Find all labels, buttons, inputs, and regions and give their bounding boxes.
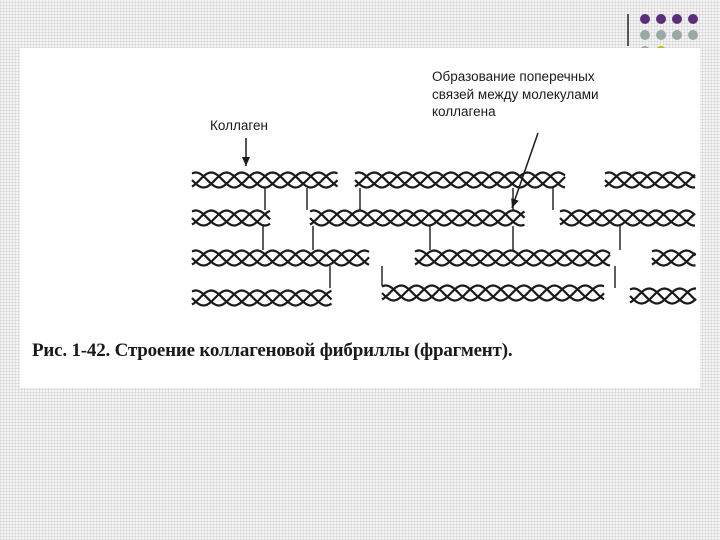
collagen-molecule <box>382 286 604 301</box>
arrow-head <box>242 157 250 166</box>
collagen-molecule <box>310 211 525 226</box>
decorative-dot <box>656 14 666 24</box>
decorative-dot <box>656 30 666 40</box>
arrow-shaft <box>512 133 538 208</box>
polypeptide-strand <box>630 289 696 304</box>
figure-card: Коллаген Образование поперечных связей м… <box>20 48 700 388</box>
decorative-dot <box>672 14 682 24</box>
collagen-molecule <box>560 211 695 226</box>
crosslink-label-line-2: связей между молекулами <box>432 86 599 104</box>
decorative-dot <box>640 14 650 24</box>
decorative-dot <box>688 14 698 24</box>
decorative-dot <box>688 30 698 40</box>
collagen-molecule <box>605 173 695 188</box>
collagen-molecule <box>630 289 696 304</box>
decorative-dot <box>672 30 682 40</box>
crosslink-label: Образование поперечных связей между моле… <box>432 68 599 121</box>
collagen-molecule <box>192 291 332 306</box>
collagen-molecule <box>192 173 338 188</box>
decorative-dot <box>640 30 650 40</box>
collagen-molecule <box>192 211 270 226</box>
collagen-molecule <box>652 251 696 266</box>
crosslinks <box>263 188 620 288</box>
accent-divider-line <box>627 14 629 46</box>
label-arrows <box>242 133 538 208</box>
figure-caption: Рис. 1-42. Строение коллагеновой фибрилл… <box>32 340 512 362</box>
crosslink-label-line-1: Образование поперечных <box>432 68 599 86</box>
crosslink-label-line-3: коллагена <box>432 103 599 121</box>
collagen-molecule <box>355 173 565 188</box>
collagen-label: Коллаген <box>210 118 268 133</box>
collagen-molecule <box>192 251 369 266</box>
arrow-head <box>511 198 519 208</box>
collagen-molecule <box>415 251 610 266</box>
